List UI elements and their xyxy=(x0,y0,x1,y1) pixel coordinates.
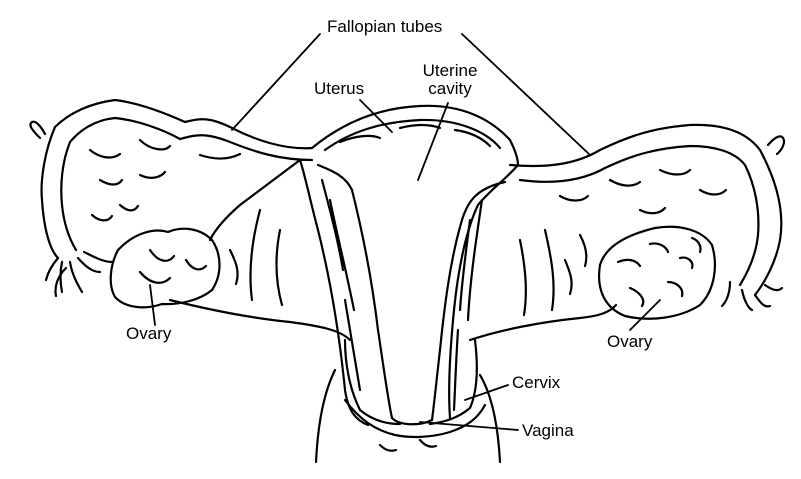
leader-ovary-right xyxy=(630,300,660,330)
left-ovary xyxy=(111,229,220,308)
uterine-wall-right xyxy=(432,165,518,420)
leader-uterus xyxy=(360,100,392,132)
cervix xyxy=(345,340,477,424)
leader-fallopian-left xyxy=(232,34,320,130)
label-uterus: Uterus xyxy=(314,79,365,98)
leader-lines xyxy=(150,34,660,430)
uterus-fundus xyxy=(312,106,518,165)
label-fallopian-tubes: Fallopian tubes xyxy=(327,17,443,36)
leader-cervix xyxy=(465,385,508,400)
label-ovary-left: Ovary xyxy=(126,324,172,343)
leader-ovary-left xyxy=(150,285,155,325)
label-uterine-cavity-line2: cavity xyxy=(428,78,472,98)
right-fallopian-tube xyxy=(510,125,784,310)
broad-ligament xyxy=(170,160,616,340)
leader-fallopian-right xyxy=(462,34,590,155)
vagina xyxy=(316,370,500,462)
label-uterine-cavity-line1: Uterine xyxy=(422,61,478,80)
uterine-wall-left xyxy=(300,160,392,425)
label-cervix: Cervix xyxy=(512,373,561,392)
label-vagina: Vagina xyxy=(522,421,574,440)
left-fallopian-tube xyxy=(30,100,312,296)
label-ovary-right: Ovary xyxy=(607,332,653,351)
right-ovary xyxy=(599,227,715,319)
leader-uterine-cavity xyxy=(418,103,448,180)
label-uterine-cavity: Uterine cavity xyxy=(410,62,490,98)
leader-vagina xyxy=(420,422,518,430)
